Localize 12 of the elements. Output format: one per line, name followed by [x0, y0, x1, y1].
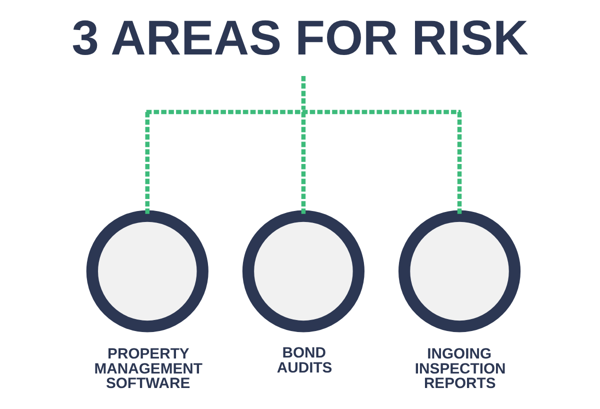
node-bar	[146, 110, 461, 114]
node-circle	[86, 210, 208, 332]
node-label: PROPERTY MANAGEMENT SOFTWARE	[94, 346, 202, 392]
node-label: INGOING INSPECTION REPORTS	[414, 346, 506, 392]
connector	[301, 112, 306, 215]
node-circle	[398, 210, 521, 332]
diagram-title: 3 AREAS FOR RISK	[72, 12, 528, 66]
node-circle	[242, 210, 364, 332]
connector	[145, 112, 150, 215]
connector	[457, 112, 462, 215]
node-label: BOND AUDITS	[276, 345, 332, 376]
connector	[301, 76, 306, 110]
